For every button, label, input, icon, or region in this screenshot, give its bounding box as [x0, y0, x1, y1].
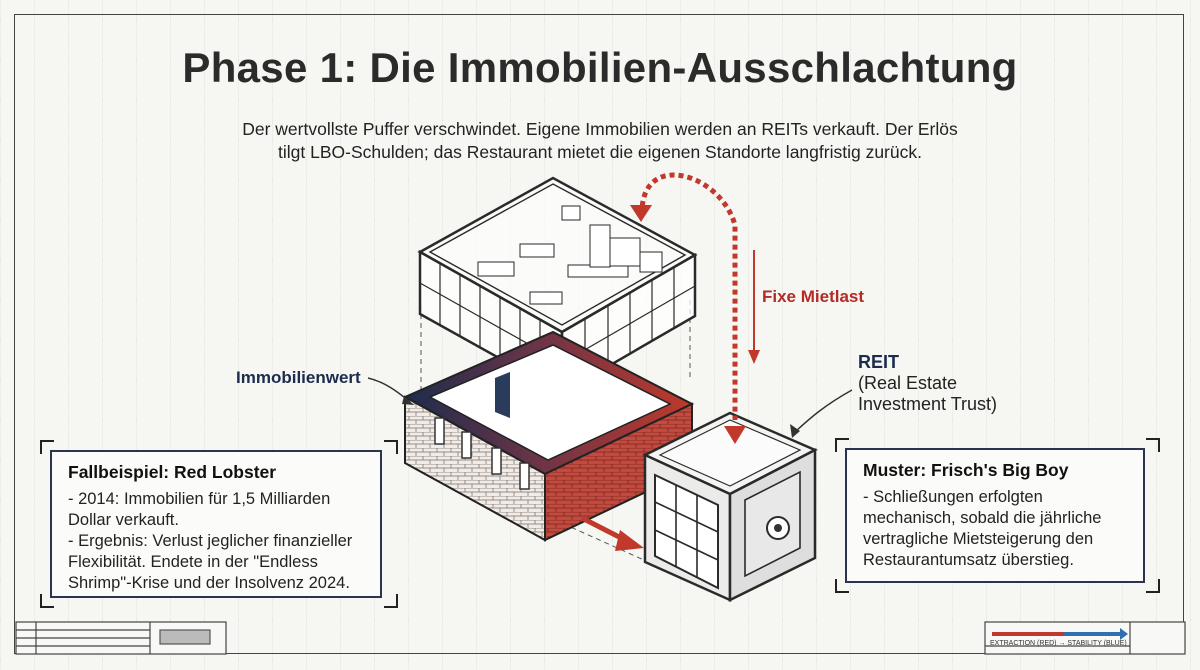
- drawing-frame: [14, 14, 1184, 654]
- box-corner: [1146, 438, 1160, 452]
- reit-label-line1: (Real Estate: [858, 373, 958, 393]
- pattern-box-frischs-big-boy: Muster: Frisch's Big Boy - Schließungen …: [845, 448, 1145, 583]
- reit-label-head: REIT: [858, 352, 900, 372]
- reit-safe: [642, 411, 818, 603]
- reit-label-line2: Investment Trust): [858, 394, 998, 414]
- reit-label: REIT (Real Estate Investment Trust): [858, 352, 997, 415]
- page-subtitle: Der wertvollste Puffer verschwindet. Eig…: [242, 119, 958, 162]
- box-corner: [384, 594, 398, 608]
- box-corner: [40, 440, 54, 454]
- pattern-line-1: - Schließungen erfolgten mechanisch, sob…: [863, 488, 1102, 569]
- property-value-label: Immobilienwert: [236, 368, 361, 387]
- rent-flow-arrow: [639, 172, 738, 420]
- footer-right-titleblock: [984, 621, 1186, 655]
- box-corner: [384, 440, 398, 454]
- footer-left-titleblock: [15, 621, 227, 655]
- footer-legend-text: EXTRACTION (RED) → STABILITY (BLUE): [990, 640, 1127, 647]
- case-study-line-2: - Ergebnis: Verlust jeglicher finanziell…: [68, 532, 353, 592]
- box-corner: [835, 438, 849, 452]
- case-study-box-red-lobster: Fallbeispiel: Red Lobster - 2014: Immobi…: [50, 450, 382, 598]
- box-corner: [835, 579, 849, 593]
- box-corner: [1146, 579, 1160, 593]
- rent-flow-arrowhead-top: [630, 205, 652, 222]
- fixed-rent-label: Fixe Mietlast: [762, 287, 865, 306]
- box-corner: [40, 594, 54, 608]
- case-study-line-1: - 2014: Immobilien für 1,5 Milliarden Do…: [68, 490, 331, 529]
- pattern-title: Muster: Frisch's Big Boy: [863, 460, 1069, 480]
- rent-flow-arrowhead-bottom: [724, 426, 746, 444]
- page-title: Phase 1: Die Immobilien-Ausschlachtung: [182, 44, 1018, 91]
- case-study-title: Fallbeispiel: Red Lobster: [68, 462, 277, 482]
- brick-base-building: [402, 330, 695, 542]
